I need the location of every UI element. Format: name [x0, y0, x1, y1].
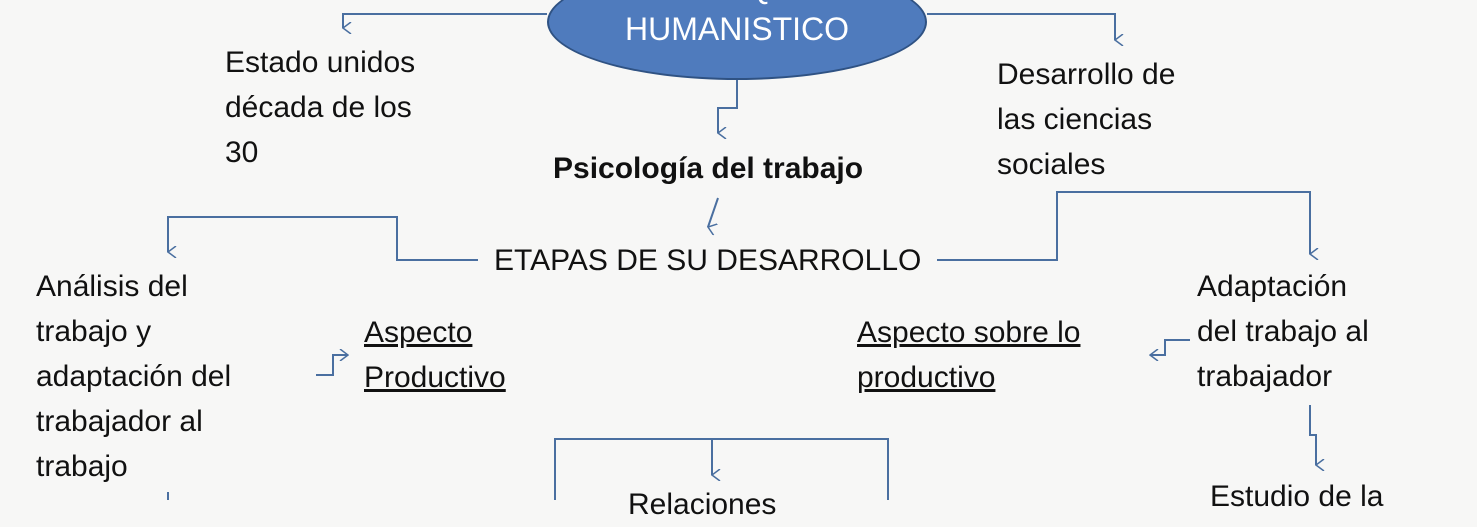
connector-lines [167, 13, 1477, 500]
arrow-to-estado-unidos [342, 13, 547, 28]
text-line: Análisis del [36, 270, 188, 303]
text-line: trabajador al [36, 405, 203, 438]
estado-unidos-text: Estado unidos década de los 30 [225, 40, 415, 175]
aspecto-productivo-text: Aspecto Productivo [364, 310, 506, 400]
arrow-to-psicologia [717, 80, 738, 133]
arrow-to-etapas [708, 197, 719, 227]
text-line: Aspecto [364, 316, 473, 349]
relaciones-box [554, 438, 889, 500]
text-line: Desarrollo de [997, 58, 1176, 91]
text-line: Productivo [364, 361, 506, 394]
psicologia-text: Psicología del trabajo [553, 152, 864, 185]
text-line: trabajo y [36, 315, 152, 348]
desarrollo-text: Desarrollo de las ciencias sociales [997, 52, 1175, 187]
analisis-text: Análisis del trabajo y adaptación del tr… [36, 264, 231, 489]
arrow-to-desarrollo [927, 13, 1115, 40]
relaciones-text: Relaciones [628, 488, 777, 521]
arrow-to-adaptacion [937, 191, 1310, 261]
text-line: del trabajo al [1197, 315, 1369, 348]
aspecto-sobre-productivo-text: Aspecto sobre lo productivo [857, 310, 1080, 400]
text-line: Aspecto sobre lo [857, 316, 1081, 349]
title-line1: ENFOQUE [549, 0, 925, 8]
text-line: 30 [225, 136, 259, 169]
arrow-to-aspecto-sobre [1150, 339, 1190, 355]
title-line2: HUMANISTICO [625, 11, 849, 47]
text-line: Estado unidos [225, 46, 416, 79]
text-line: productivo [857, 361, 996, 394]
text-line: sociales [997, 148, 1106, 181]
text-line: trabajador [1197, 360, 1333, 393]
arrow-to-aspecto-productivo [316, 355, 348, 376]
etapas-text: ETAPAS DE SU DESARROLLO [494, 244, 922, 277]
text-line: Adaptación [1197, 270, 1348, 303]
text-line: las ciencias [997, 103, 1153, 136]
text-line: trabajo [36, 450, 128, 483]
arrow-to-estudio [1309, 405, 1316, 465]
text-line: adaptación del [36, 360, 232, 393]
adaptacion-text: Adaptación del trabajo al trabajador [1197, 264, 1369, 399]
arrow-to-analisis [167, 216, 478, 261]
estudio-text: Estudio de la [1210, 480, 1384, 513]
text-line: década de los [225, 91, 412, 124]
